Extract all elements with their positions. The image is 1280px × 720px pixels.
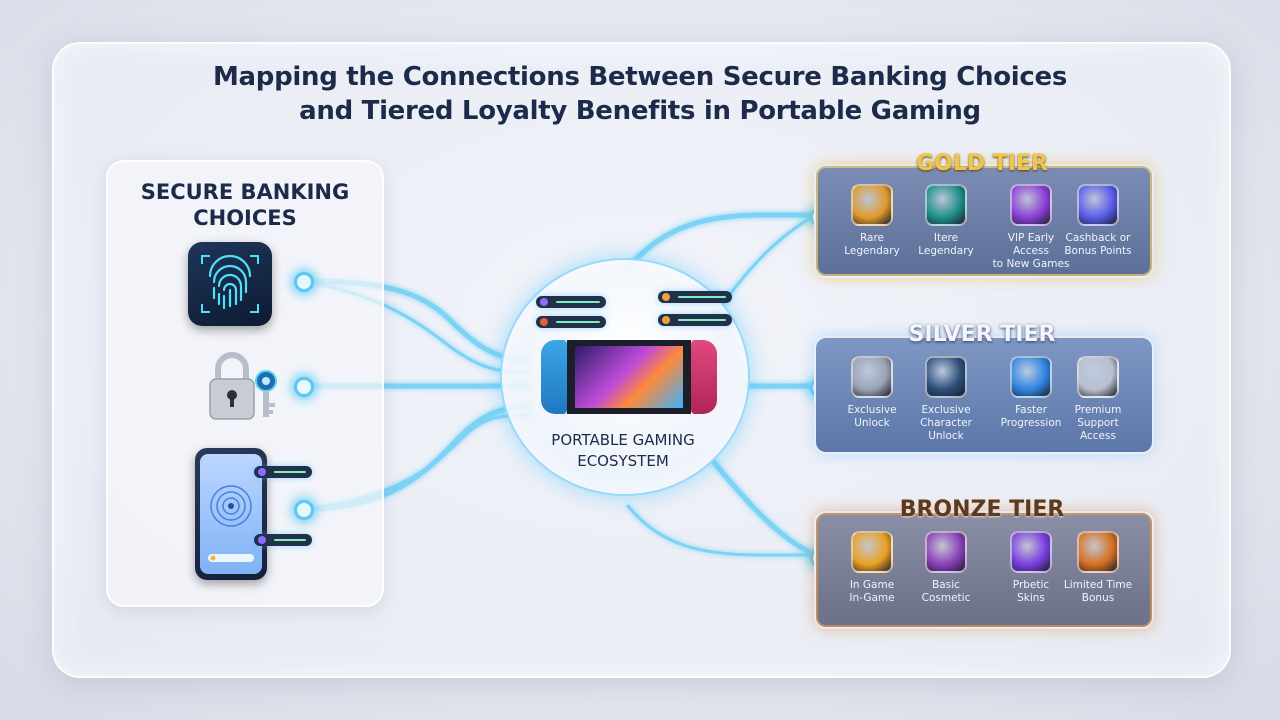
bronze-perk-label: Basic Cosmetic — [921, 579, 971, 604]
gold-perk-1: Rare Legendary — [832, 184, 912, 258]
hub-label-line1: PORTABLE GAMING — [551, 431, 695, 449]
silver-perk-label: Exclusive Character Unlock — [920, 404, 972, 442]
silver-tier-title: SILVER TIER — [908, 322, 1056, 347]
bronze-perk-4: Limited Time Bonus — [1058, 531, 1138, 605]
fingerprint-connector-node — [294, 272, 314, 292]
silver-perk-icon — [1077, 356, 1119, 398]
bronze-perk-2: Basic Cosmetic — [906, 531, 986, 605]
bronze-perk-icon — [925, 531, 967, 573]
hub-status-pill — [536, 316, 606, 328]
gold-perk-label: Itere Legendary — [918, 232, 974, 257]
bronze-perk-3: Prbetic Skins — [991, 531, 1071, 605]
silver-perk-4: Premium Support Access — [1058, 356, 1138, 443]
bronze-perk-icon — [1010, 531, 1052, 573]
gold-perk-label: VIP Early Access to New Games — [992, 232, 1070, 270]
bronze-perk-1: In Game In-Game — [832, 531, 912, 605]
silver-perk-label: Exclusive Unlock — [847, 404, 897, 429]
silver-perk-label: Premium Support Access — [1074, 404, 1122, 442]
gold-perk-icon — [851, 184, 893, 226]
link-hub-bronze — [709, 457, 819, 558]
banking-heading-line1: SECURE BANKING — [140, 180, 350, 204]
silver-perk-icon — [925, 356, 967, 398]
gold-perk-label: Cashback or Bonus Points — [1064, 232, 1132, 257]
fingerprint-icon — [188, 242, 272, 326]
banking-heading-line2: CHOICES — [193, 206, 297, 230]
silver-perk-3: Faster Progression — [991, 356, 1071, 430]
bronze-perk-label: Prbetic Skins — [1012, 579, 1050, 604]
hub-status-pill — [658, 314, 732, 326]
bronze-perk-icon — [851, 531, 893, 573]
diagram-title-line2: and Tiered Loyalty Benefits in Portable … — [299, 96, 981, 126]
silver-perk-icon — [1010, 356, 1052, 398]
lock-connector-node — [294, 377, 314, 397]
bronze-perk-icon — [1077, 531, 1119, 573]
phone-status-pill — [254, 466, 312, 478]
phone-connector-node — [294, 500, 314, 520]
silver-perk-label: Faster Progression — [1000, 404, 1062, 429]
gold-perk-icon — [925, 184, 967, 226]
hub-status-pill — [658, 291, 732, 303]
hub-label-line2: ECOSYSTEM — [577, 452, 669, 470]
silver-perk-icon — [851, 356, 893, 398]
gold-perk-icon — [1010, 184, 1052, 226]
silver-perk-2: Exclusive Character Unlock — [906, 356, 986, 443]
silver-perk-1: Exclusive Unlock — [832, 356, 912, 430]
handheld-console-icon — [541, 340, 717, 416]
hub-status-pill — [536, 296, 606, 308]
gold-perk-label: Rare Legendary — [844, 232, 900, 257]
padlock-key-icon — [204, 347, 284, 427]
link-hub-gold — [625, 212, 819, 271]
gold-tier-title: GOLD TIER — [916, 151, 1048, 176]
gold-perk-icon — [1077, 184, 1119, 226]
secure-banking-panel: SECURE BANKING CHOICES — [106, 160, 384, 607]
bronze-perk-label: Limited Time Bonus — [1063, 579, 1133, 604]
gold-perk-3: VIP Early Access to New Games — [991, 184, 1071, 271]
bronze-perk-label: In Game In-Game — [849, 579, 895, 604]
gold-perk-2: Itere Legendary — [906, 184, 986, 258]
gold-perk-4: Cashback or Bonus Points — [1058, 184, 1138, 258]
bronze-tier-title: BRONZE TIER — [899, 497, 1065, 522]
phone-status-pill — [254, 534, 312, 546]
diagram-title-line1: Mapping the Connections Between Secure B… — [212, 62, 1068, 92]
